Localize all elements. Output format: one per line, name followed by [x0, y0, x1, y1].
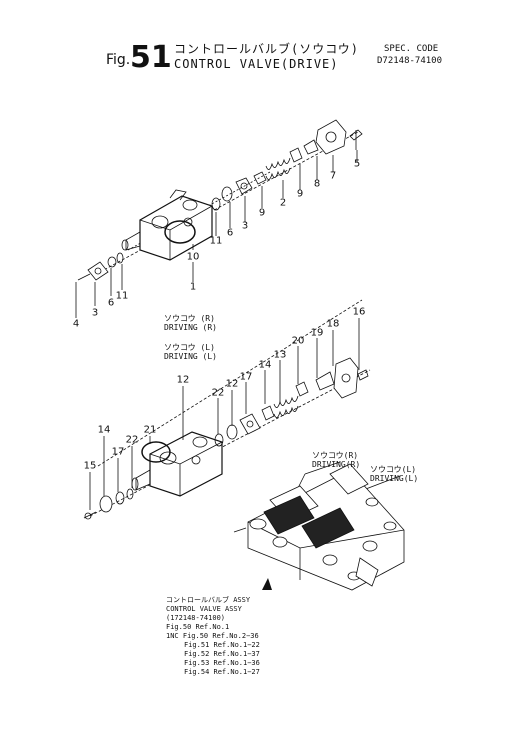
- collar-19: [315, 371, 335, 391]
- figure-prefix: Fig.: [106, 52, 131, 68]
- callout-top-9b: 9: [258, 207, 266, 219]
- callout-bottom-12: 12: [176, 374, 190, 386]
- spool-9b: [289, 147, 303, 163]
- o-ring-11-top: [211, 197, 221, 211]
- bolt-16: [357, 369, 369, 381]
- callout-top-4: 4: [72, 318, 80, 330]
- callout-top-8: 8: [313, 178, 321, 190]
- assy-note-line4: Fig.50 Ref.No.1: [166, 623, 230, 631]
- callout-top-6: 6: [226, 227, 234, 239]
- top-axis-line: [99, 131, 359, 273]
- title-japanese: コントロールバルブ(ソウコウ): [174, 42, 359, 56]
- callout-bottom-17-left: 17: [111, 446, 125, 458]
- washer-17-left: [115, 491, 125, 505]
- callout-bottom-21: 21: [143, 424, 157, 436]
- callout-bottom-14-left: 14: [97, 424, 111, 436]
- callout-top-10: 10: [186, 251, 200, 263]
- callout-bottom-15: 15: [83, 460, 97, 472]
- callout-top-3: 3: [241, 220, 249, 232]
- callout-bottom-17: 12: [225, 378, 239, 390]
- assy-note-line6: Fig.51 Ref.No.1−22: [184, 641, 260, 649]
- callout-bottom-16: 16: [352, 306, 366, 318]
- bolt-5: [349, 129, 363, 141]
- collar-8: [303, 139, 319, 155]
- washer-6-top: [221, 186, 233, 202]
- callout-bottom-18: 18: [326, 318, 340, 330]
- assy-note-line1: コントロールバルブ ASSY: [166, 596, 251, 604]
- spec-code-value: D72148-74100: [377, 56, 443, 66]
- cover-7: [315, 119, 347, 155]
- callout-top-7: 7: [329, 170, 337, 182]
- callout-top-11-left: 11: [115, 290, 129, 302]
- o-ring-21: [141, 441, 171, 463]
- o-ring-10: [164, 220, 196, 244]
- spec-code-label: SPEC. CODE: [384, 44, 439, 54]
- o-ring-22-left: [126, 488, 134, 500]
- o-ring-22-right: [214, 433, 224, 447]
- spring-2: [265, 157, 291, 180]
- plate-14-right: [239, 413, 261, 435]
- bottom-axis-line: [97, 299, 363, 467]
- callout-bottom-22-left: 22: [125, 434, 139, 446]
- assy-driving-r-en: DRIVING(R): [312, 460, 361, 469]
- callout-bottom-19: 19: [310, 327, 324, 339]
- callout-top-11: 11: [209, 235, 223, 247]
- valve-assembly-illustration: [233, 463, 405, 591]
- spool-20b: [295, 381, 309, 397]
- bolt-4: [77, 273, 91, 281]
- spool-9a: [253, 171, 267, 185]
- spring-13: [273, 395, 299, 418]
- callout-top-5: 5: [353, 158, 361, 170]
- spool-20a: [261, 405, 275, 421]
- assembly-arrow-icon: [262, 578, 272, 590]
- top-valve-body: [121, 189, 213, 261]
- figure-number: 51: [130, 40, 172, 75]
- plate-3-top: [235, 177, 253, 195]
- callout-top-9a: 9: [296, 188, 304, 200]
- cover-18: [333, 357, 359, 399]
- assy-note-line2: CONTROL VALVE ASSY: [166, 605, 242, 613]
- assy-driving-l-jp: ソウコウ(L): [370, 465, 417, 474]
- callout-bottom-20b: 14: [258, 359, 272, 371]
- washer-17-right: [226, 424, 238, 440]
- assy-note-line3: (172148-74100): [166, 614, 226, 622]
- bottom-valve-body: [131, 431, 223, 497]
- callout-top-6-left: 6: [107, 297, 115, 309]
- bolt-15: [83, 511, 97, 519]
- assy-note-line9: Fig.54 Ref.No.1−27: [184, 668, 260, 676]
- driving-l-jp: ソウコウ (L): [164, 343, 215, 352]
- callout-bottom-14: 17: [239, 371, 253, 383]
- title-english: CONTROL VALVE(DRIVE): [174, 57, 339, 71]
- callout-top-2: 2: [279, 197, 287, 209]
- plate-14-left: [99, 495, 113, 513]
- assy-note-line8: Fig.53 Ref.No.1−36: [184, 659, 260, 667]
- callout-top-1: 1: [189, 281, 197, 293]
- callout-bottom-22: 22: [211, 387, 225, 399]
- o-ring-11-left: [116, 252, 124, 264]
- washer-6-left: [107, 256, 117, 268]
- callout-top-3-left: 3: [91, 307, 99, 319]
- assy-note-line5: 1NC Fig.50 Ref.No.2−36: [166, 632, 259, 640]
- driving-r-jp: ソウコウ (R): [164, 314, 215, 323]
- driving-l-en: DRIVING (L): [164, 352, 217, 361]
- assy-driving-l-en: DRIVING(L): [370, 474, 419, 483]
- driving-r-en: DRIVING (R): [164, 323, 217, 332]
- callout-bottom-13: 13: [273, 349, 287, 361]
- assy-driving-r-jp: ソウコウ(R): [312, 451, 359, 460]
- plate-3-left: [87, 261, 109, 281]
- callout-bottom-20a: 20: [291, 335, 305, 347]
- assy-note-line7: Fig.52 Ref.No.1−37: [184, 650, 260, 658]
